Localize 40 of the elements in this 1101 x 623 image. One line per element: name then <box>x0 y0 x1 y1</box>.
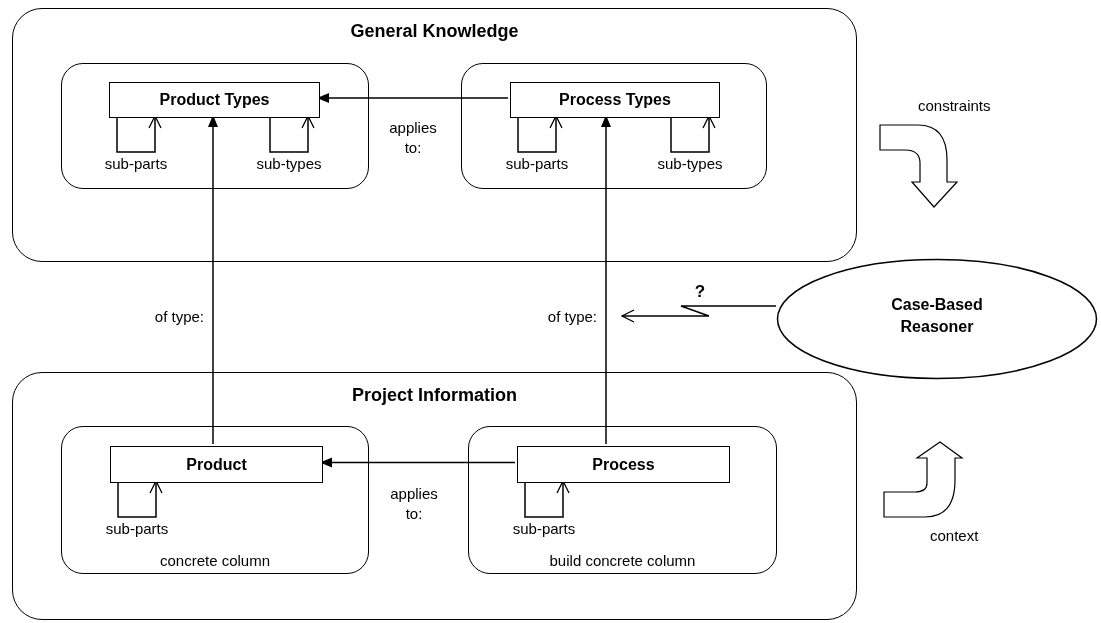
inner-panel <box>468 426 777 574</box>
self-loop-arrow <box>670 115 716 153</box>
inner-panel <box>61 426 369 574</box>
self-loop-arrow <box>524 480 570 518</box>
class-box <box>110 446 323 483</box>
self-loop-arrow <box>269 115 315 153</box>
reasoner-ellipse <box>776 258 1098 380</box>
node-title: Process <box>592 455 655 474</box>
annotation-label: context <box>930 527 979 544</box>
node-caption: concrete column <box>158 552 272 569</box>
group-panel <box>12 372 857 620</box>
edge-label: sub-parts <box>504 154 570 174</box>
arrow <box>208 115 218 445</box>
edge-label: sub-types <box>255 154 323 174</box>
node-title: Process Types <box>559 91 671 109</box>
edge-label: sub-parts <box>511 519 577 539</box>
group-panel <box>12 8 857 262</box>
class-box <box>510 82 720 118</box>
node-title: Case-Based Reasoner <box>890 295 984 337</box>
edge-label: sub-parts <box>104 519 170 539</box>
class-box <box>109 82 320 118</box>
class-box <box>517 446 730 483</box>
arrow <box>621 305 777 323</box>
group-heading: General Knowledge <box>349 21 520 42</box>
arrow <box>320 457 516 468</box>
edge-label: sub-types <box>656 154 724 174</box>
node-title: Product <box>186 455 247 474</box>
inner-panel <box>461 63 767 189</box>
inner-panel <box>61 63 369 189</box>
node-caption: build concrete column <box>548 552 697 569</box>
edge-label: sub-parts <box>103 154 169 174</box>
self-loop-arrow <box>517 115 563 153</box>
annotation-label: constraints <box>918 97 991 114</box>
group-heading: Project Information <box>351 385 518 406</box>
node-title: Product Types <box>159 91 270 109</box>
edge-label: ? <box>693 282 707 302</box>
self-loop-arrow <box>117 480 163 518</box>
arrow <box>601 115 611 445</box>
self-loop-arrow <box>116 115 162 153</box>
arrow <box>317 93 509 103</box>
